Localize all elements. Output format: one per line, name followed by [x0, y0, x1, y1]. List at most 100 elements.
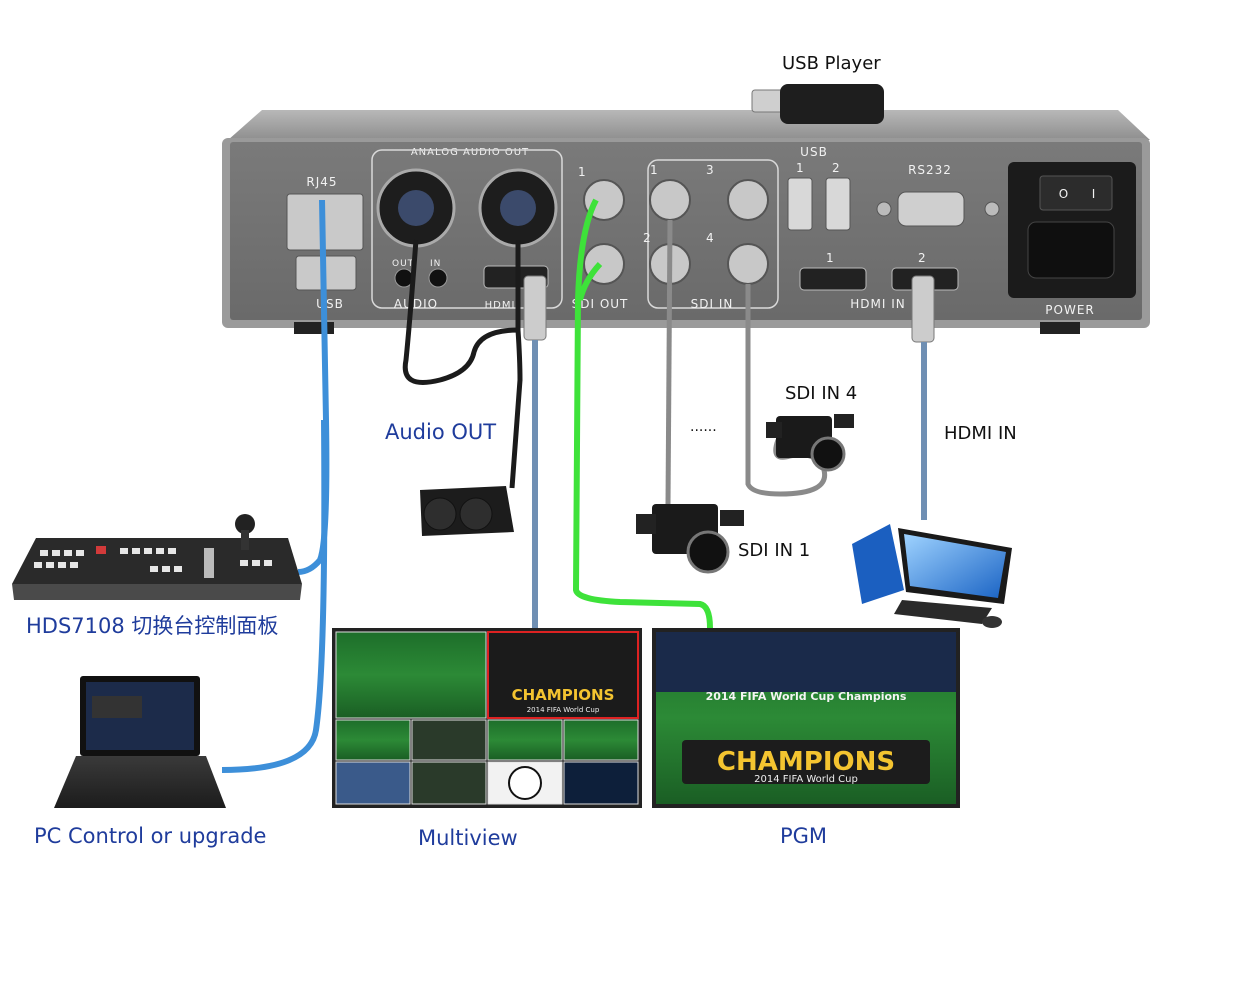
camera-4-viewfinder	[766, 422, 782, 438]
sdi-in-1-cable	[665, 219, 673, 506]
multiview-subtitle: 2014 FIFA World Cup	[527, 706, 600, 714]
multiview-pvw-tile	[335, 631, 487, 719]
chassis-foot-right	[1040, 322, 1080, 334]
usb-num-2: 2	[832, 161, 841, 175]
sdi-in-1-bnc[interactable]	[649, 179, 691, 221]
camera-sdi-in-4	[766, 414, 854, 472]
laptop-keyboard	[54, 756, 226, 808]
audio-speaker	[420, 486, 514, 536]
power-group: O I POWER	[1008, 162, 1136, 317]
rj45-label: RJ45	[306, 175, 337, 189]
usb-stick-body	[780, 84, 884, 124]
speaker-cone-left	[423, 497, 457, 531]
sdi-in-4-bnc[interactable]	[727, 243, 769, 285]
audio-in-jack[interactable]	[428, 268, 448, 288]
pc-tower	[852, 524, 904, 604]
hdmi-out-plug	[523, 275, 547, 341]
audio-label: AUDIO	[394, 297, 438, 311]
pgm-crowd	[656, 632, 956, 692]
sdi-in-num-3: 3	[706, 163, 715, 177]
sdi-in-3-bnc[interactable]	[727, 179, 769, 221]
analog-audio-out-label: ANALOG AUDIO OUT	[411, 147, 529, 158]
pgm-screen: CHAMPIONS 2014 FIFA World Cup 2014 FIFA …	[652, 628, 960, 808]
hdmi-in-plug	[911, 275, 935, 343]
power-switch-on: I	[1092, 187, 1097, 201]
t-bar-fader	[204, 548, 214, 578]
audio-out-mini-label: OUT	[392, 259, 414, 269]
control-panel-label: HDS7108 切换台控制面板	[26, 614, 279, 638]
sdi-more-dots: ......	[690, 419, 717, 435]
power-socket[interactable]	[1027, 221, 1115, 279]
control-panel-buttons	[34, 548, 272, 572]
usb-port-2[interactable]	[825, 177, 851, 231]
sdi-in-label: SDI IN	[691, 297, 734, 311]
rs232-screw-right	[984, 201, 1000, 217]
pgm-subtitle: 2014 FIFA World Cup	[754, 774, 858, 785]
rs232-group: RS232	[876, 163, 1000, 227]
camera-1-lens	[686, 530, 730, 574]
multiview-label: Multiview	[418, 826, 518, 850]
sdi-out-cable-pgm	[572, 198, 713, 629]
pc-laptop	[54, 676, 226, 808]
multiview-champions-text: CHAMPIONS	[512, 686, 615, 704]
pc-control-label: PC Control or upgrade	[34, 824, 267, 848]
usb-num-1: 1	[796, 161, 805, 175]
joystick-stem	[241, 530, 249, 550]
sdi-out-label: SDI OUT	[572, 297, 629, 311]
usb-player-label: USB Player	[782, 53, 881, 74]
rs232-label: RS232	[908, 163, 952, 177]
pgm-champions-text: CHAMPIONS	[717, 747, 895, 777]
desktop-pc	[852, 524, 1012, 628]
speaker-cone-right	[459, 497, 493, 531]
audio-out-cable	[402, 239, 523, 489]
usb-port-group: USB 1 2	[787, 145, 851, 231]
rear-panel	[230, 142, 1142, 320]
sdi-in-group: 1 3 2 4 SDI IN	[643, 159, 779, 311]
pc-mouse	[982, 616, 1002, 628]
sdi-out-cable-loop	[577, 261, 603, 301]
control-panel-top	[12, 538, 302, 584]
sdi-out-num-1: 1	[578, 165, 587, 179]
control-panel-device	[12, 514, 302, 600]
analog-audio-frame	[371, 149, 563, 309]
chassis-top	[228, 110, 1150, 140]
multiview-pgm-tile	[487, 631, 639, 719]
power-switch-off: O	[1059, 187, 1069, 201]
audio-out-label: Audio OUT	[385, 420, 497, 444]
sdi-in-num-1: 1	[650, 163, 659, 177]
power-switch[interactable]	[1039, 175, 1113, 211]
lan-usb-label: USB	[316, 297, 344, 311]
camera-1-viewfinder	[636, 514, 656, 534]
lan-cable-pc	[221, 419, 328, 773]
control-panel-front	[12, 584, 302, 600]
rs232-port[interactable]	[897, 191, 965, 227]
analog-audio-out-group: ANALOG AUDIO OUT OUT IN AUDIO	[371, 147, 563, 311]
sdi-in-num-2: 2	[643, 231, 652, 245]
camera-1-top-handle	[720, 510, 744, 526]
hdmi-in-panel-label: HDMI IN	[850, 297, 906, 311]
pgm-banner	[682, 740, 930, 784]
hdmi-in-port-1[interactable]	[799, 267, 867, 291]
usb-player	[751, 84, 884, 124]
laptop-screen-app	[92, 696, 142, 718]
xlr-plug-right	[500, 190, 536, 226]
multiview-screen: CHAMPIONS 2014 FIFA World Cup	[332, 628, 642, 808]
audio-in-mini-label: IN	[430, 259, 441, 269]
pgm-label: PGM	[780, 824, 828, 848]
control-panel-red-button	[96, 546, 106, 554]
pgm-arc-text: 2014 FIFA World Cup Champions	[706, 690, 907, 703]
usb-port-1[interactable]	[787, 177, 813, 231]
multiview-clock	[508, 766, 542, 800]
power-label: POWER	[1045, 303, 1094, 317]
sdi-in-1-label: SDI IN 1	[738, 540, 811, 561]
pc-monitor-screen	[904, 534, 1006, 598]
sdi-in-frame	[647, 159, 779, 309]
camera-sdi-in-1	[636, 504, 744, 574]
chassis-foot-left	[294, 322, 334, 334]
hdmi-out-label: HDMI	[485, 300, 516, 311]
xlr-plug-left	[398, 190, 434, 226]
hdmi-in-num-2: 2	[918, 251, 927, 265]
sdi-in-4-label: SDI IN 4	[785, 383, 858, 404]
usb-group-label: USB	[800, 145, 828, 159]
